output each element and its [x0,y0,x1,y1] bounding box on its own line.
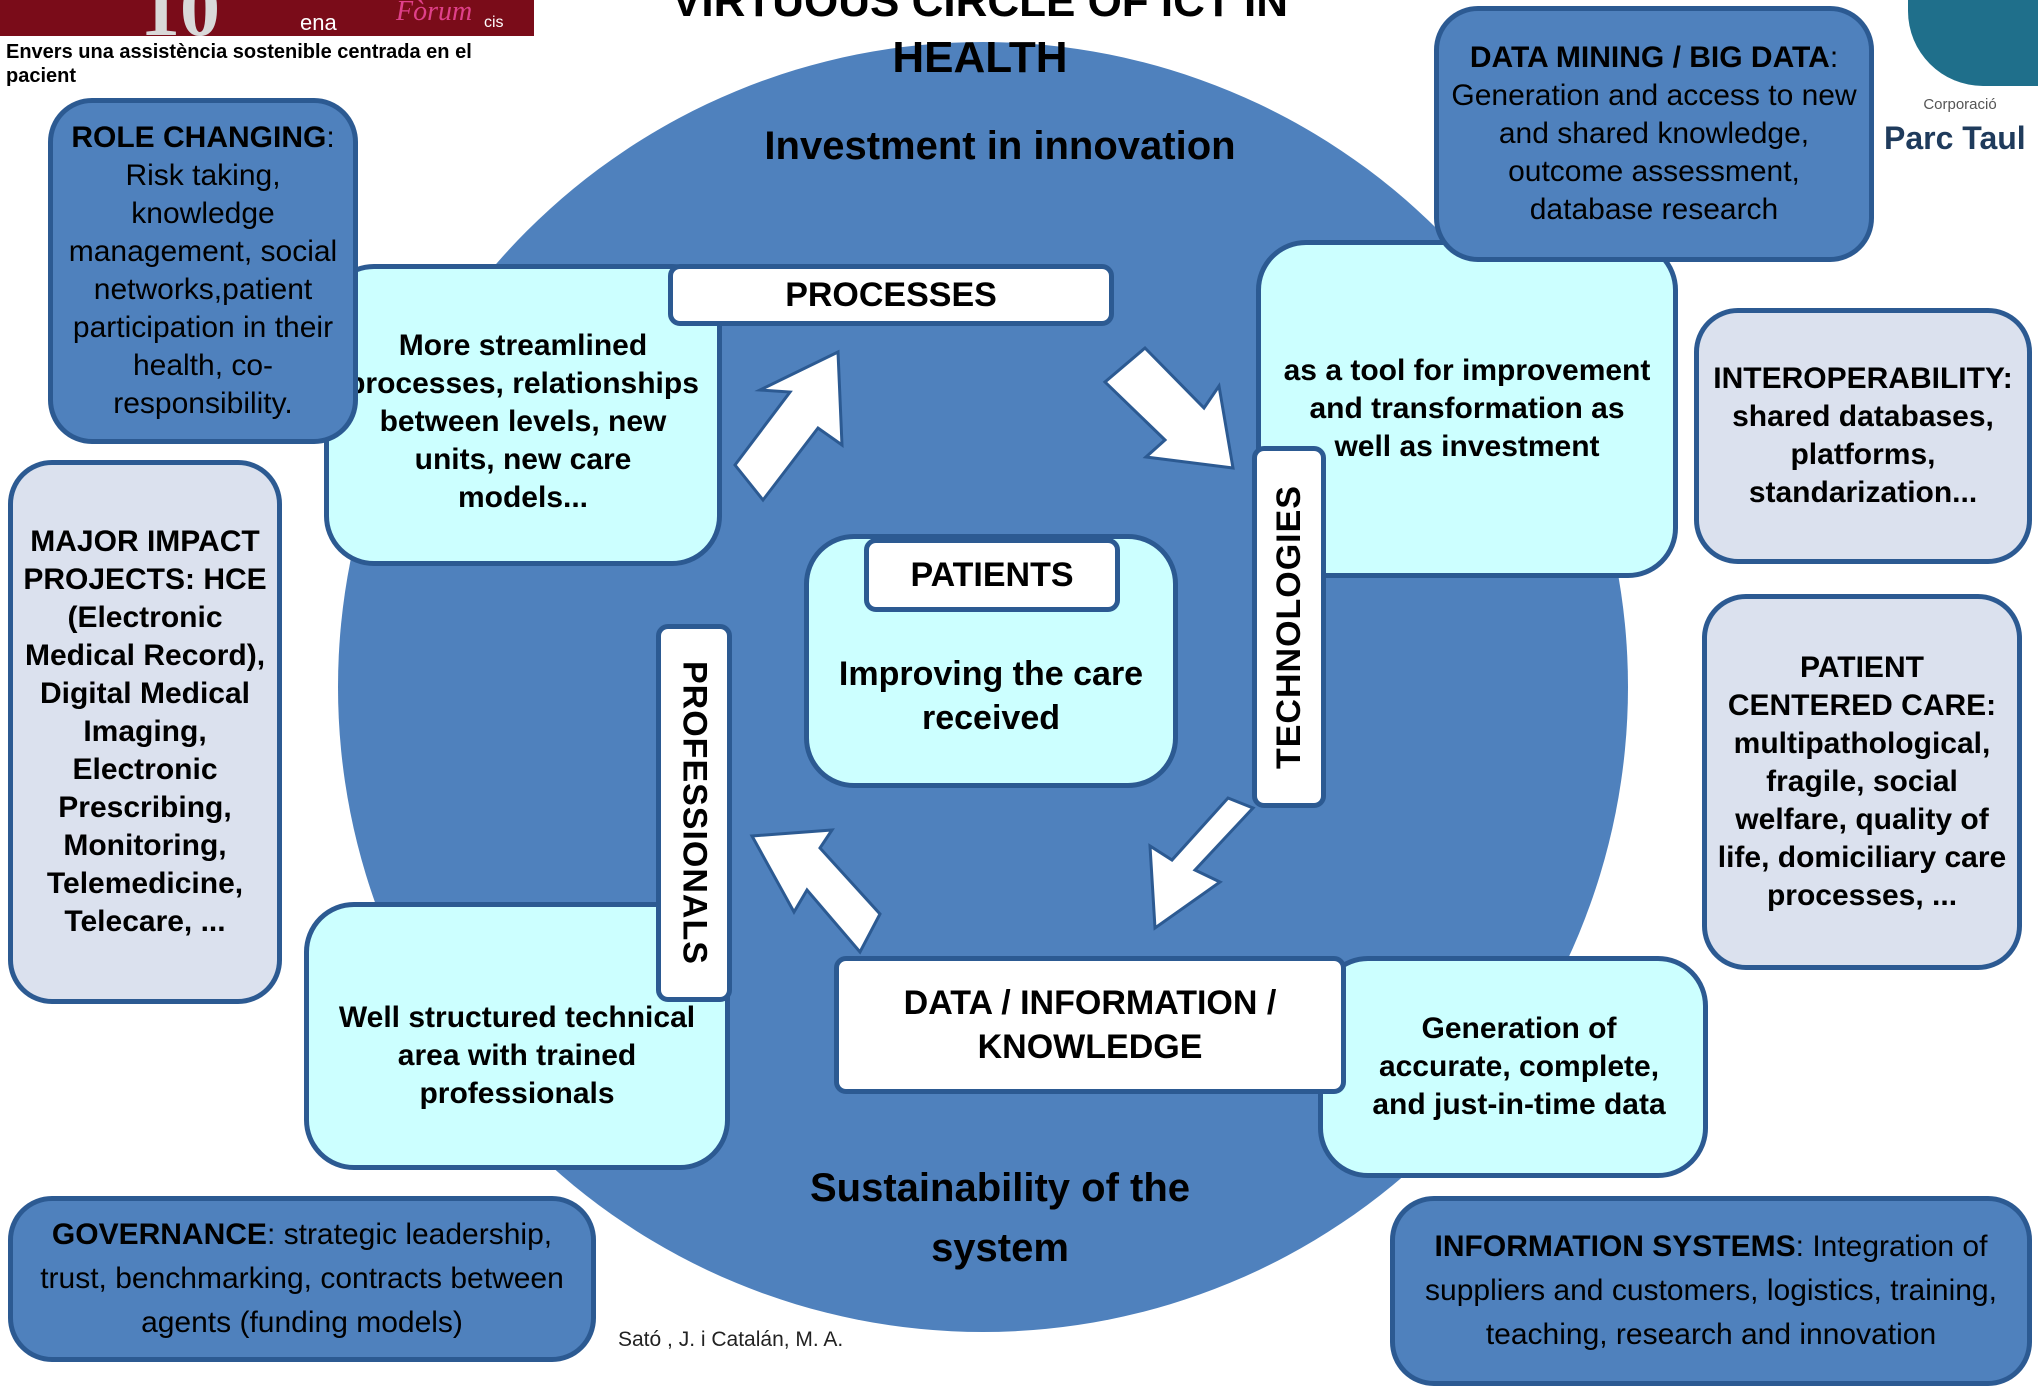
patients-label: PATIENTS [864,538,1120,612]
governance-text: strategic leadership, trust, benchmarkin… [40,1218,564,1339]
interoperability-text: INTEROPERABILITY: shared databases, plat… [1713,362,2013,509]
patient-centered-box: PATIENT CENTERED CARE: multipathological… [1702,594,2022,970]
logo-suffix: ena [300,10,337,35]
role-changing-text: Risk taking, knowledge management, socia… [68,159,338,420]
header-subtitle: Envers una assistència sostenible centra… [6,41,472,87]
arrow-data-icon [1148,796,1256,931]
technologies-node: as a tool for improvement and transforma… [1256,240,1678,578]
data-node: Generation of accurate, complete, and ju… [1318,956,1708,1178]
logo-forum: Fòrum [396,0,473,27]
technologies-label-text: TECHNOLOGIES [1269,484,1308,770]
arrow-professionals-icon [749,828,882,955]
patients-text: Improving the care received [838,655,1144,737]
data-mining-box: DATA MINING / BIG DATA: Generation and a… [1434,6,1874,262]
circle-bottom-text: Sustainability of the system [809,1166,1191,1270]
data-label: DATA / INFORMATION / KNOWLEDGE [834,956,1346,1094]
major-impact-box: MAJOR IMPACT PROJECTS: HCE (Electronic M… [8,460,282,1004]
corp-label: Corporació [1923,96,1997,113]
role-changing-box: ROLE CHANGING: Risk taking, knowledge ma… [48,98,358,444]
information-systems-title: INFORMATION SYSTEMS [1434,1230,1796,1263]
governance-title: GOVERNANCE [51,1218,267,1251]
technologies-text: as a tool for improvement and transforma… [1283,354,1651,463]
professionals-text: Well structured technical area with trai… [338,1001,696,1110]
circle-top-text: Investment in innovation [764,124,1236,168]
processes-node: More streamlined processes, relationship… [324,264,722,566]
role-changing-title: ROLE CHANGING [71,121,327,154]
patient-centered-text: PATIENT CENTERED CARE: multipathological… [1717,651,2007,912]
credit: Sató , J. i Catalán, M. A. [618,1328,844,1351]
logo-cis: cis [484,14,504,31]
diagram-title: VIRTUOUS CIRCLE OF ICT IN HEALTH [672,0,1288,82]
forum-logo: 10 ena Fòrum cis [0,0,534,36]
professionals-label: PROFESSIONALS [656,624,732,1002]
technologies-label: TECHNOLOGIES [1252,446,1326,808]
governance-box: GOVERNANCE: strategic leadership, trust,… [8,1196,596,1362]
interoperability-box: INTEROPERABILITY: shared databases, plat… [1694,308,2032,564]
data-mining-text: Generation and access to new and shared … [1451,79,1857,226]
data-mining-title: DATA MINING / BIG DATA [1469,41,1830,74]
processes-label: PROCESSES [668,264,1114,326]
information-systems-box: INFORMATION SYSTEMS: Integration of supp… [1390,1196,2032,1386]
arrow-processes-icon [733,349,844,503]
arrow-technologies-icon [1102,345,1235,470]
major-impact-text: MAJOR IMPACT PROJECTS: HCE (Electronic M… [23,525,267,938]
corp-name: Parc Taul [1884,120,2026,156]
data-text: Generation of accurate, complete, and ju… [1372,1012,1666,1121]
professionals-label-text: PROFESSIONALS [675,661,714,965]
information-systems-text: Integration of suppliers and customers, … [1425,1230,1997,1351]
processes-text: More streamlined processes, relationship… [347,329,699,514]
logo-number: 10 [140,0,220,36]
